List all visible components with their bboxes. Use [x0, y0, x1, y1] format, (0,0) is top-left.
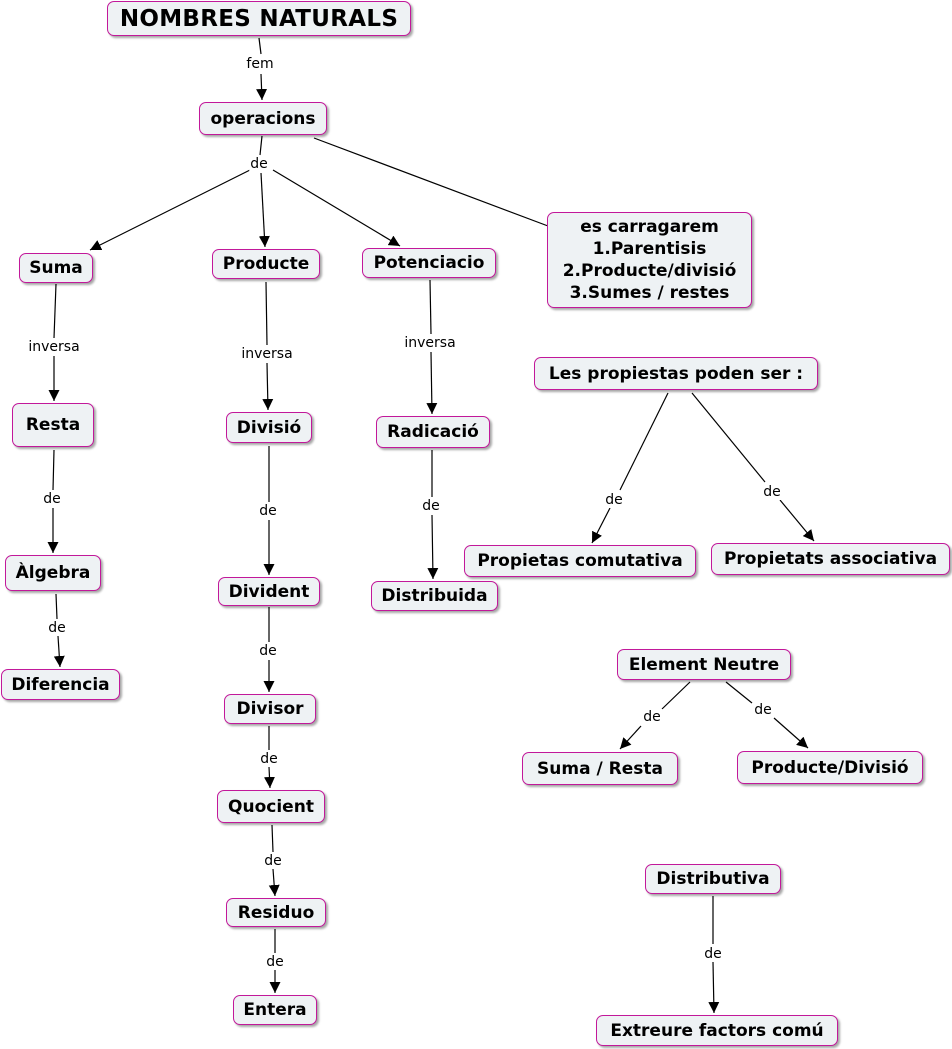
node-operacions: operacions: [199, 102, 327, 135]
link-label-de-divisio: de: [258, 503, 278, 519]
link-label-de-producte-divisio: de: [753, 702, 773, 718]
link-label-de-distributiva: de: [703, 946, 723, 962]
ordre-line-1: es carragarem: [580, 217, 719, 237]
node-suma-resta: Suma / Resta: [522, 752, 678, 785]
connector-neutre-de-right: [725, 681, 753, 704]
node-radicacio: Radicació: [376, 416, 490, 448]
link-label-de-divisor: de: [259, 751, 279, 767]
link-label-de-quocient: de: [263, 853, 283, 869]
link-label-de-resta: de: [42, 491, 62, 507]
connector-operacions-ordre: [313, 137, 549, 227]
node-distribuida: Distribuida: [371, 581, 498, 611]
node-potenciacio: Potenciacio: [362, 248, 496, 278]
link-label-de-operacions: de: [249, 156, 269, 172]
node-algebra: Àlgebra: [5, 555, 101, 591]
connector-algebra-de: [55, 593, 58, 620]
node-resta: Resta: [12, 403, 94, 447]
link-label-de-algebra: de: [47, 620, 67, 636]
connector-resta-de: [52, 449, 55, 491]
ordre-line-2: 1.Parentisis: [592, 239, 707, 259]
connector-quocient-de: [271, 824, 274, 853]
link-label-de-radicacio: de: [421, 498, 441, 514]
arrow-de-residuo: [268, 868, 280, 897]
connector-potenciacio-inversa: [429, 279, 432, 335]
arrow-de-potenciacio: [272, 169, 401, 247]
connector-producte-inversa: [265, 281, 268, 346]
connector-neutre-de-left: [661, 681, 691, 710]
arrow-inversa-radicacio: [426, 351, 438, 415]
node-extreure-factors-comu: Extreure factors comú: [596, 1015, 838, 1046]
node-propietats-associativa: Propietats associativa: [711, 543, 950, 575]
node-entera: Entera: [233, 995, 317, 1025]
link-label-de-residuo: de: [265, 954, 285, 970]
link-label-inversa-producte: inversa: [240, 346, 294, 362]
node-propietas-comutativa: Propietas comutativa: [464, 545, 696, 577]
node-quocient: Quocient: [217, 790, 325, 823]
connector-propiestas-de-right: [691, 392, 766, 483]
link-label-de-divident: de: [258, 643, 278, 659]
connector-operacions-de: [259, 135, 263, 156]
arrow-de-extreure: [708, 961, 720, 1014]
connector-propiestas-de-left: [619, 392, 669, 491]
node-divident: Divident: [218, 577, 320, 606]
link-label-inversa-suma: inversa: [27, 339, 81, 355]
node-producte-divisio: Producte/Divisió: [737, 751, 923, 784]
link-label-de-comutativa: de: [604, 492, 624, 508]
node-ordre-operacions: es carragarem 1.Parentisis 2.Producte/di…: [547, 212, 752, 308]
arrow-fem-operacions: [256, 73, 268, 101]
node-divisor: Divisor: [224, 694, 316, 724]
arrow-de-diferencia: [53, 635, 65, 668]
link-label-de-suma-resta: de: [642, 709, 662, 725]
link-label-de-associativa: de: [762, 484, 782, 500]
node-distributiva: Distributiva: [645, 864, 781, 894]
node-les-propiestas: Les propiestas poden ser :: [534, 357, 818, 390]
arrow-inversa-divisio: [262, 362, 274, 411]
arrow-de-suma: [89, 169, 251, 251]
arrow-de-associativa: [779, 499, 815, 542]
node-nombres-naturals: NOMBRES NATURALS: [107, 1, 411, 36]
node-element-neutre: Element Neutre: [617, 649, 791, 680]
connector-nombres-fem: [258, 37, 262, 55]
arrow-de-producte: [258, 172, 270, 248]
connector-suma-inversa: [53, 283, 57, 339]
link-label-fem: fem: [245, 56, 275, 72]
ordre-line-3: 2.Producte/divisió: [562, 261, 737, 281]
node-diferencia: Diferencia: [1, 669, 120, 700]
arrow-de-quocient: [263, 766, 275, 789]
arrow-de-distribuida: [427, 514, 439, 580]
arrow-de-comutativa: [591, 507, 611, 544]
arrow-de-suma-resta: [619, 725, 642, 750]
node-suma: Suma: [19, 253, 93, 283]
link-label-inversa-potenciacio: inversa: [403, 335, 457, 351]
node-producte: Producte: [212, 249, 320, 279]
node-residuo: Residuo: [226, 898, 326, 927]
ordre-line-4: 3.Sumes / restes: [569, 283, 730, 303]
node-divisio: Divisió: [226, 412, 312, 443]
arrow-de-producte-divisio: [773, 717, 809, 749]
